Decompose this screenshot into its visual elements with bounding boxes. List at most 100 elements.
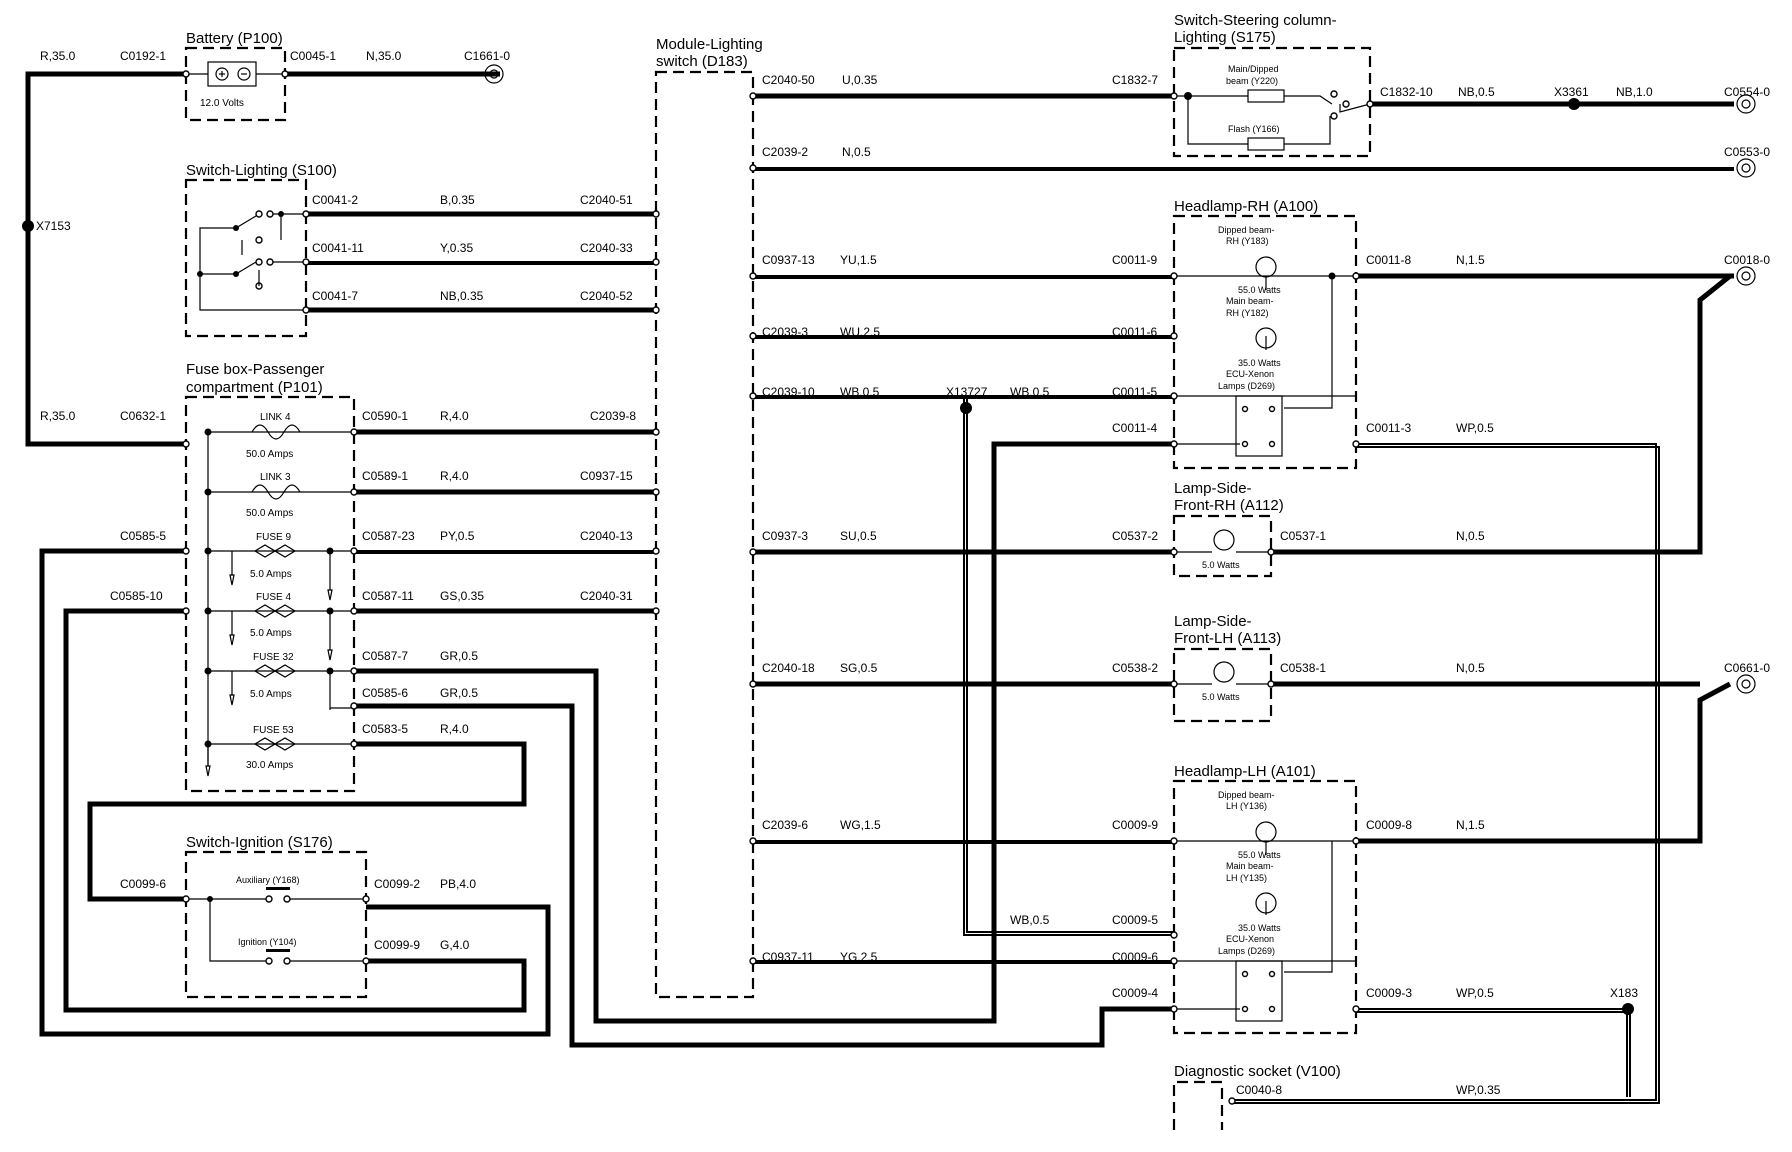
lh-dipped-1: Dipped beam- [1218, 790, 1275, 800]
wire-label: N,1.5 [1456, 818, 1485, 832]
battery-title: Battery (P100) [186, 30, 283, 47]
connector-label: C0192-1 [120, 49, 166, 63]
wire-label: R,4.0 [440, 722, 469, 736]
connector-label: C0632-1 [120, 409, 166, 423]
wire-label: SG,0.5 [840, 661, 878, 675]
wire-label: PY,0.5 [440, 529, 475, 543]
connector-label: C0583-5 [362, 722, 408, 736]
fuse-rating: 5.0 Amps [250, 628, 292, 639]
lh-ecu-1: ECU-Xenon [1226, 934, 1274, 944]
headlamp-lh-title: Headlamp-LH (A101) [1174, 763, 1316, 780]
aux-contact-label: Auxiliary (Y168) [236, 875, 300, 885]
lh-watts-2: 35.0 Watts [1238, 923, 1281, 933]
rh-dipped-2: RH (Y183) [1226, 236, 1269, 246]
connector-label: C2040-51 [580, 193, 633, 207]
splice-label: X183 [1610, 986, 1638, 1000]
flash-label: Flash (Y166) [1228, 124, 1280, 134]
connector-label: C0554-0 [1724, 85, 1770, 99]
lh-main-2: LH (Y135) [1226, 873, 1267, 883]
connector-label: C0041-2 [312, 193, 358, 207]
wire-label: NB,0.35 [440, 289, 484, 303]
rh-ecu-1: ECU-Xenon [1226, 369, 1274, 379]
lh-ecu-2: Lamps (D269) [1218, 946, 1275, 956]
connector-label: C2039-3 [762, 325, 808, 339]
connector-label: C0661-0 [1724, 661, 1770, 675]
wire-label: R,4.0 [440, 469, 469, 483]
connector-label: C1661-0 [464, 49, 510, 63]
x13727-splice [960, 402, 972, 414]
connector-label: C0041-11 [312, 241, 364, 255]
wire-label: SU,0.5 [840, 529, 877, 543]
wire-label: R,35.0 [40, 49, 76, 63]
connector-label: C0937-3 [762, 529, 808, 543]
connector-label: C0585-6 [362, 686, 408, 700]
lighting-module-box [654, 70, 755, 999]
wire-label: N,1.5 [1456, 253, 1485, 267]
fuse-rating: 5.0 Amps [250, 689, 292, 700]
fuse-name: FUSE 32 [253, 652, 294, 663]
rh-watts-2: 35.0 Watts [1238, 358, 1281, 368]
connector-label: C0537-2 [1112, 529, 1158, 543]
wire-label: R,35.0 [40, 409, 76, 423]
connector-label: C0011-6 [1112, 325, 1157, 339]
fuse-rating: 50.0 Amps [246, 508, 293, 519]
connector-label: C0011-8 [1366, 253, 1411, 267]
connector-label: C2040-52 [580, 289, 633, 303]
connector-label: C0009-6 [1112, 950, 1158, 964]
wire-label: WB,0.5 [1010, 913, 1050, 927]
connector-label: C0099-2 [374, 877, 420, 891]
connector-label: C2040-50 [762, 73, 815, 87]
ground-eyelet-icon [484, 64, 504, 84]
ground-eyelet-icon [1736, 266, 1756, 286]
connector-label: C0009-9 [1112, 818, 1158, 832]
connector-label: C0587-11 [362, 589, 414, 603]
lh-watts-1: 55.0 Watts [1238, 850, 1281, 860]
splice-label: X13727 [946, 385, 988, 399]
wire-label: B,0.35 [440, 193, 475, 207]
fuse-rating: 5.0 Amps [250, 569, 292, 580]
connector-label: C2039-6 [762, 818, 808, 832]
main-dipped-label-2: beam (Y220) [1226, 76, 1278, 86]
headlamp-rh-box [1172, 214, 1358, 470]
lamp-side-rh-box [1172, 514, 1273, 578]
connector-label: C0537-1 [1280, 529, 1326, 543]
connector-label: C0937-11 [762, 950, 814, 964]
connector-label: C0011-9 [1112, 253, 1157, 267]
wire-label: Y,0.35 [440, 241, 473, 255]
side-lamp-lh-internals [1174, 661, 1271, 685]
wire-label: WB,0.5 [840, 385, 880, 399]
connector-label: C0009-4 [1112, 986, 1158, 1000]
wire-label: G,4.0 [440, 938, 470, 952]
connector-label: C2040-31 [580, 589, 633, 603]
switch-ignition-title: Switch-Ignition (S176) [186, 834, 333, 851]
wire-label: NB,0.5 [1458, 85, 1495, 99]
double-wires [306, 167, 1734, 1104]
wire-label: GS,0.35 [440, 589, 484, 603]
connector-label: C0011-4 [1112, 421, 1157, 435]
battery-rating: 12.0 Volts [200, 98, 244, 109]
connector-label: C0011-3 [1366, 421, 1411, 435]
wire-label: GR,0.5 [440, 649, 478, 663]
splice-label: X3361 [1554, 85, 1589, 99]
rh-dipped-1: Dipped beam- [1218, 225, 1275, 235]
headlamp-rh-internals [1174, 256, 1356, 457]
steering-switch-contacts [1174, 89, 1371, 151]
module-title-1: Module-Lighting [656, 36, 763, 53]
connector-label: C0538-1 [1280, 661, 1326, 675]
connector-label: C2039-10 [762, 385, 815, 399]
wire-label: WP,0.5 [1456, 421, 1494, 435]
lh-dipped-2: LH (Y136) [1226, 801, 1267, 811]
connector-label: C0045-1 [290, 49, 336, 63]
connector-label: C0040-8 [1236, 1083, 1282, 1097]
rh-main-1: Main beam- [1226, 296, 1274, 306]
connector-label: C1832-7 [1112, 73, 1158, 87]
connector-label: C0585-10 [110, 589, 163, 603]
lighting-switch-contacts [197, 210, 306, 311]
connector-label: C0538-2 [1112, 661, 1158, 675]
wire-label: N,0.5 [1456, 661, 1485, 675]
switch-lighting-title: Switch-Lighting (S100) [186, 162, 337, 179]
lamp-side-rh-title-2: Front-RH (A112) [1174, 497, 1284, 514]
connector-label: C0937-15 [580, 469, 633, 483]
fuse-rating: 50.0 Amps [246, 449, 293, 460]
